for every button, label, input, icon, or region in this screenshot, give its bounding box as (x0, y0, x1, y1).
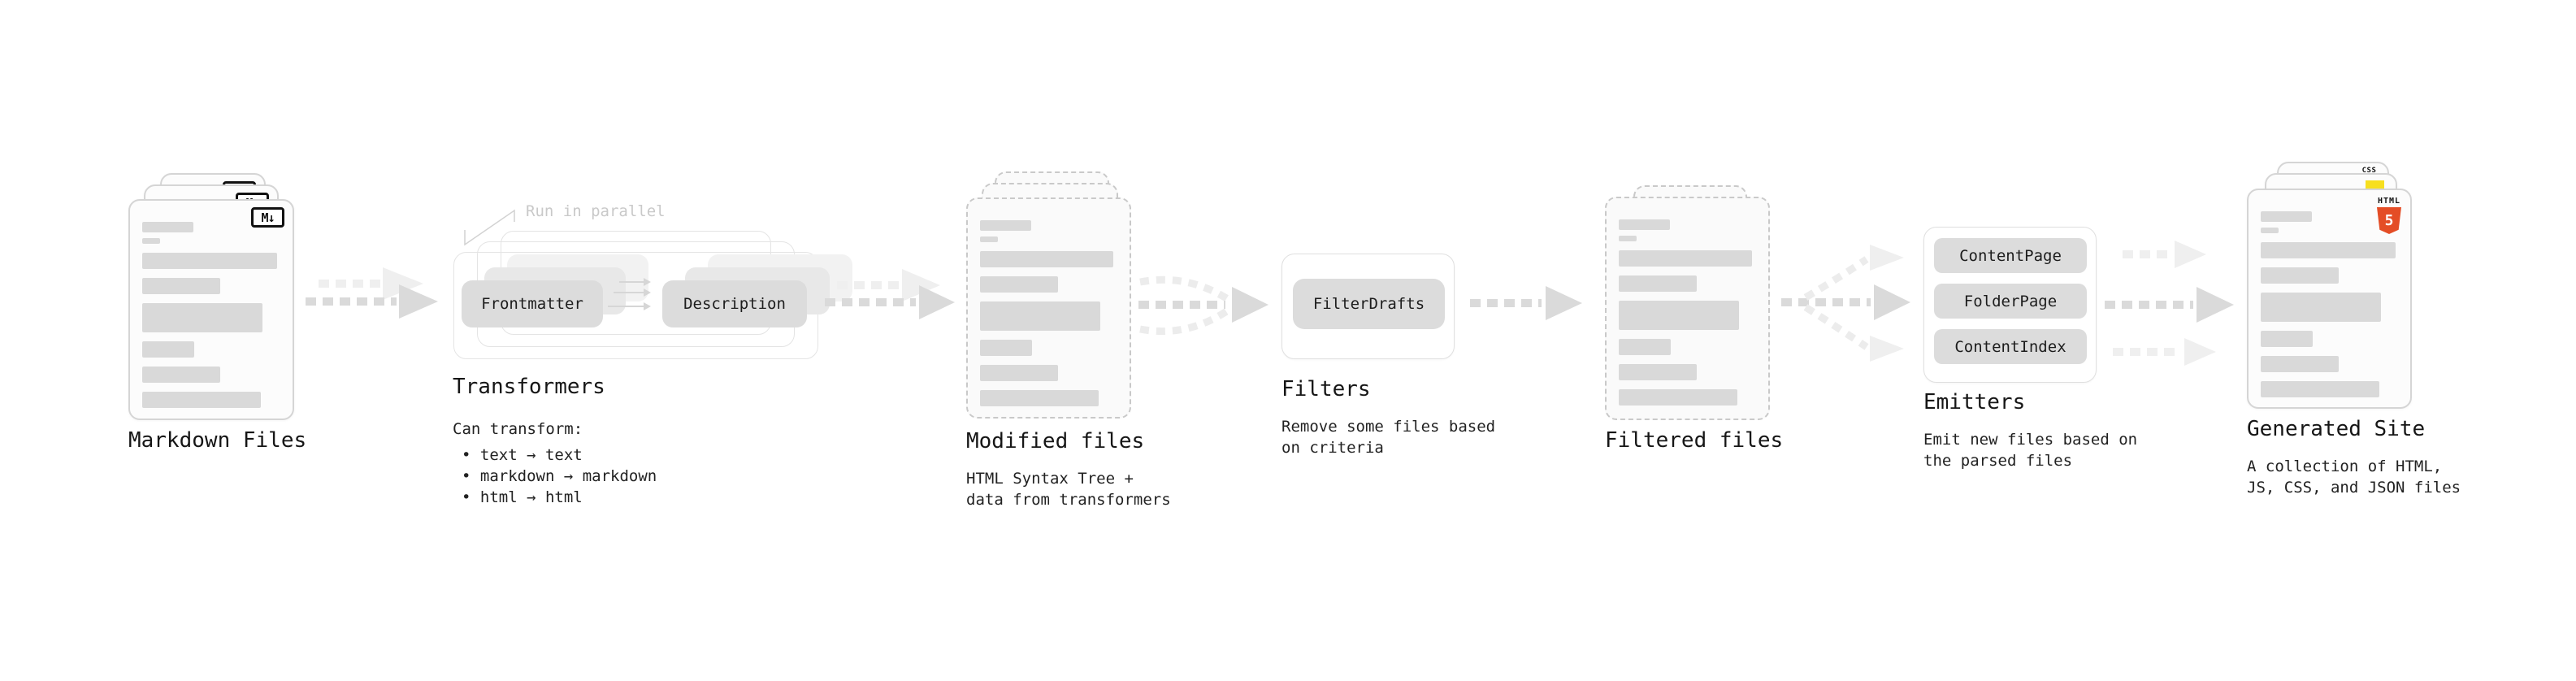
run-in-parallel-note: Run in parallel (526, 202, 666, 220)
transformers-heading: Transformers (453, 375, 605, 399)
modified-files-caption: Modified files HTML Syntax Tree + data f… (966, 429, 1171, 510)
placeholder-bar (1619, 301, 1739, 330)
placeholder-bar (142, 341, 194, 358)
html5-icon-word: HTML (2377, 197, 2401, 206)
transformers-bullet-list: • text → text • markdown → markdown • ht… (453, 445, 657, 508)
markdown-files-heading: Markdown Files (128, 428, 307, 453)
filtered-file-card-front (1605, 197, 1770, 420)
placeholder-bar (980, 301, 1100, 331)
folderpage-pill: FolderPage (1934, 284, 2087, 319)
placeholder-bar (1619, 389, 1737, 406)
placeholder-bar (980, 340, 1032, 356)
placeholder-bar (980, 276, 1058, 293)
emitters-heading: Emitters (1923, 390, 2026, 414)
generated-site-description: A collection of HTML, JS, CSS, and JSON … (2247, 458, 2461, 497)
modified-files-description: HTML Syntax Tree + data from transformer… (966, 470, 1171, 509)
arrow-filtered-to-emitters (1781, 245, 1910, 362)
placeholder-bar (2261, 267, 2339, 284)
bullet-item: • markdown → markdown (462, 467, 657, 485)
placeholder-bar (142, 278, 220, 294)
placeholder-bar (1619, 219, 1670, 230)
document-placeholder-lines (130, 201, 293, 408)
filtered-files-caption: Filtered files (1605, 428, 1783, 453)
markdown-files-caption: Markdown Files (128, 428, 306, 453)
markdown-icon: M↓ (251, 207, 284, 228)
placeholder-bar (2261, 228, 2279, 233)
placeholder-bar (1619, 275, 1697, 292)
placeholder-bar (142, 253, 277, 269)
generated-site-heading: Generated Site (2247, 417, 2426, 441)
filterdrafts-pill: FilterDrafts (1293, 279, 1445, 329)
generated-site-caption: Generated Site A collection of HTML, JS,… (2247, 417, 2461, 498)
modified-files-heading: Modified files (966, 429, 1145, 453)
transformers-description: Can transform: (453, 420, 583, 438)
site-file-card-front: HTML 5 (2247, 189, 2412, 409)
placeholder-bar (2261, 242, 2396, 258)
js-icon (2366, 180, 2384, 191)
frontmatter-pill: Frontmatter (462, 280, 603, 327)
placeholder-bar (142, 238, 160, 244)
transformers-caption: Transformers Can transform: • text → tex… (453, 375, 657, 508)
document-placeholder-lines (968, 199, 1130, 406)
placeholder-bar (2261, 211, 2312, 222)
placeholder-bar (2261, 381, 2379, 397)
modified-file-card-front (966, 197, 1131, 419)
css-icon-label: CSS (2361, 167, 2377, 175)
html5-icon: HTML 5 (2377, 197, 2401, 234)
placeholder-bar (980, 390, 1099, 406)
filters-caption: Filters Remove some files based on crite… (1281, 377, 1495, 458)
filters-heading: Filters (1281, 377, 1371, 401)
document-placeholder-lines (2249, 190, 2410, 397)
description-pill: Description (662, 280, 807, 327)
filtered-files-heading: Filtered files (1605, 428, 1784, 453)
placeholder-bar (142, 303, 262, 332)
arrow-markdown-to-transformers (306, 267, 438, 319)
placeholder-bar (142, 222, 193, 232)
emitters-caption: Emitters Emit new files based on the par… (1923, 390, 2137, 471)
placeholder-bar (2261, 331, 2313, 347)
emitters-description: Emit new files based on the parsed files (1923, 431, 2138, 470)
arrow-emitters-to-site (2105, 241, 2234, 366)
arrow-modified-to-filters (1138, 275, 1268, 336)
placeholder-bar (2261, 293, 2381, 322)
markdown-file-card-front: M↓ (128, 199, 294, 420)
placeholder-bar (1619, 236, 1637, 241)
placeholder-bar (2261, 356, 2339, 372)
arrow-filters-to-filtered (1470, 286, 1582, 320)
placeholder-bar (1619, 339, 1671, 355)
bullet-item: • text → text (462, 446, 583, 464)
placeholder-bar (980, 236, 998, 242)
placeholder-bar (142, 392, 261, 408)
filters-description: Remove some files based on criteria (1281, 418, 1496, 457)
document-placeholder-lines (1607, 198, 1768, 406)
placeholder-bar (1619, 250, 1752, 267)
contentindex-pill: ContentIndex (1934, 329, 2087, 364)
bullet-item: • html → html (462, 488, 583, 506)
html5-icon-shield: 5 (2377, 207, 2401, 234)
placeholder-bar (980, 365, 1058, 381)
placeholder-bar (980, 251, 1113, 267)
placeholder-bar (142, 367, 220, 383)
contentpage-pill: ContentPage (1934, 238, 2087, 273)
placeholder-bar (1619, 364, 1697, 380)
placeholder-bar (980, 220, 1031, 231)
